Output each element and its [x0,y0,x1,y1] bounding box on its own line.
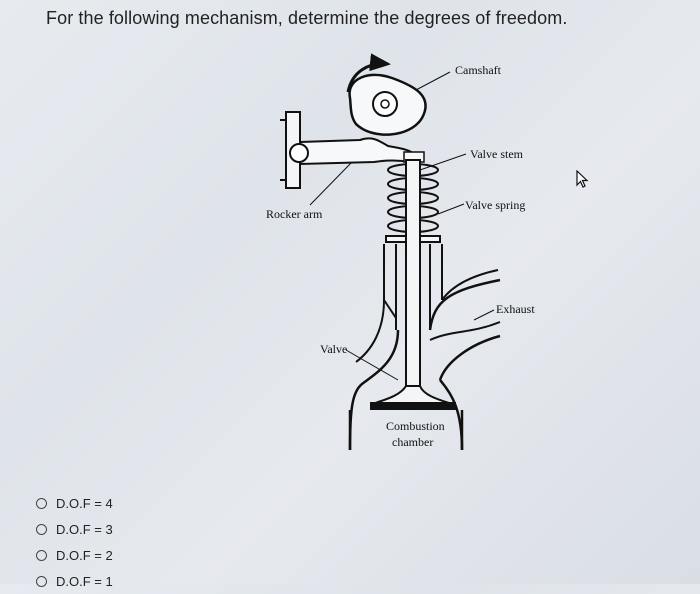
label-exhaust: Exhaust [496,302,535,316]
radio-button-icon[interactable] [36,549,47,561]
option-label: D.O.F = 4 [56,495,113,511]
valve-head [371,385,453,405]
question-text: For the following mechanism, determine t… [46,8,568,28]
option-label: D.O.F = 2 [56,547,113,563]
option-dof-2[interactable]: D.O.F = 2 [36,542,113,568]
camshaft-hub [372,91,398,117]
label-rocker-arm: Rocker arm [266,207,323,221]
radio-button-icon[interactable] [36,523,47,535]
option-label: D.O.F = 1 [56,573,113,589]
label-valve-stem: Valve stem [470,147,524,161]
label-combustion: Combustion [386,419,445,433]
label-camshaft: Camshaft [455,63,502,77]
radio-button-icon[interactable] [36,497,47,509]
label-chamber: chamber [392,435,433,449]
label-valve-spring: Valve spring [465,198,525,212]
mouse-pointer-icon [576,170,589,188]
radio-button-icon[interactable] [36,575,47,587]
option-label: D.O.F = 3 [56,521,113,537]
valve-stem [405,159,421,389]
label-valve: Valve [320,342,347,356]
option-dof-1[interactable]: D.O.F = 1 [36,568,113,594]
answer-options: D.O.F = 4 D.O.F = 3 D.O.F = 2 D.O.F = 1 [36,490,113,594]
option-dof-4[interactable]: D.O.F = 4 [36,490,113,516]
rocker-arm [299,137,418,166]
option-dof-3[interactable]: D.O.F = 3 [36,516,113,542]
rotation-arrow [346,53,391,93]
